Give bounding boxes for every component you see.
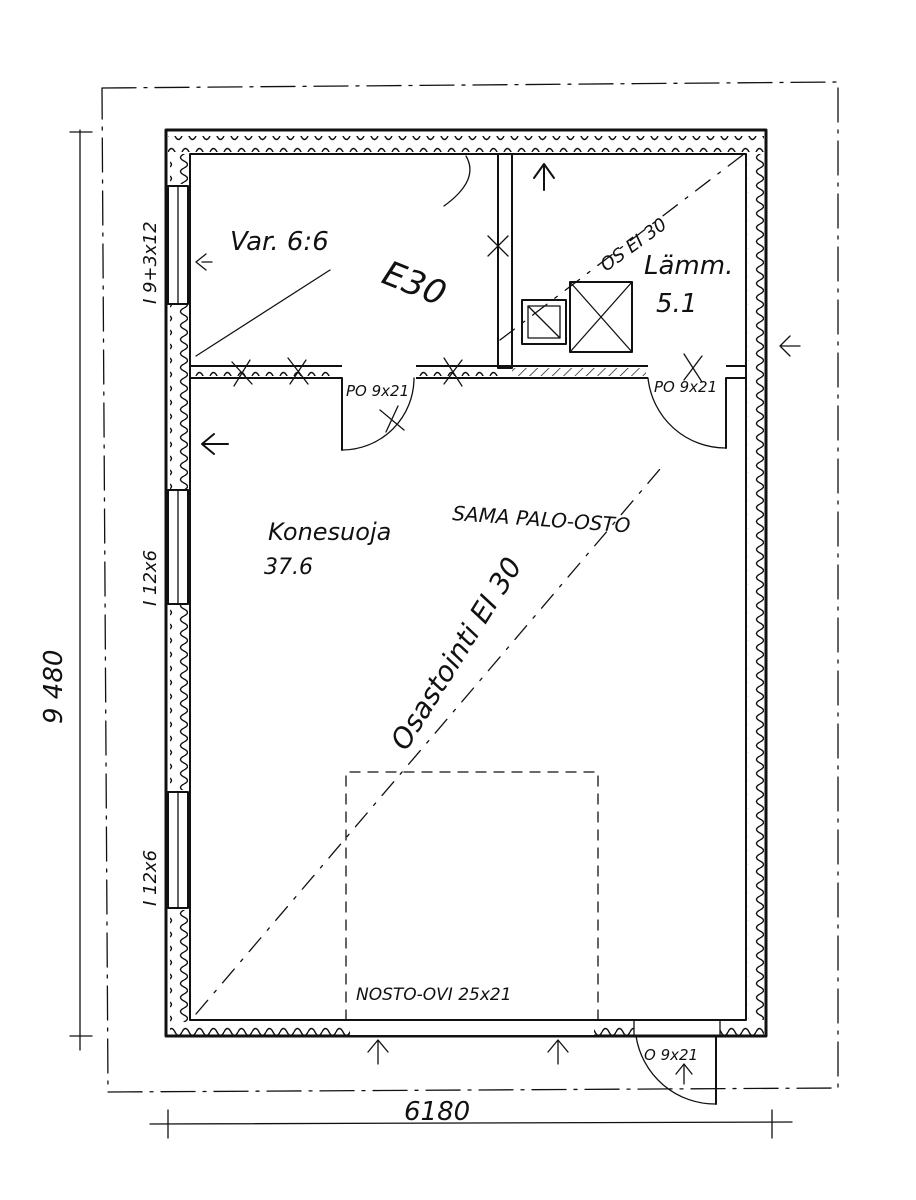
fire-lines xyxy=(195,153,745,1015)
bottom-openings xyxy=(349,1019,721,1037)
window-label-top: I 9+3x12 xyxy=(140,221,161,304)
lift-door-label: NOSTO-OVI 25x21 xyxy=(356,985,512,1005)
window-label-low: I 12x6 xyxy=(140,850,161,906)
height-dimension-label: 9 480 xyxy=(39,650,69,724)
heating-units xyxy=(521,281,633,353)
fire-compartment-label: Osastointi EI 30 xyxy=(384,552,529,756)
cross-marks xyxy=(231,235,703,433)
storage-fire-rating: E30 xyxy=(377,253,452,314)
left-windows xyxy=(167,185,189,909)
doors xyxy=(341,377,727,1105)
exterior-walls xyxy=(164,128,768,1038)
heating-room-label: Lämm. xyxy=(644,251,733,281)
lift-door-outline xyxy=(345,771,599,1021)
exterior-door-label: O 9x21 xyxy=(644,1046,698,1064)
window-label-mid: I 12x6 xyxy=(140,550,161,606)
site-boundary xyxy=(101,81,839,1093)
storage-door-label: PO 9x21 xyxy=(346,382,409,400)
room-labels: Var. 6:6 E30 Lämm. 5.1 Konesuoja 37.6 SA… xyxy=(39,214,733,1127)
garage-room-label: Konesuoja xyxy=(268,518,391,546)
interior-walls xyxy=(189,153,747,379)
storage-room-label: Var. 6:6 xyxy=(230,227,329,257)
garage-room-area: 37.6 xyxy=(264,555,313,580)
same-fire-section-note: SAMA PALO-OSTO xyxy=(452,501,632,537)
dimension-lines xyxy=(69,129,793,1139)
heating-room-area: 5.1 xyxy=(656,289,697,319)
arrows xyxy=(195,163,801,1085)
width-dimension-label: 6180 xyxy=(404,1097,470,1127)
heating-door-label: PO 9x21 xyxy=(654,378,717,396)
